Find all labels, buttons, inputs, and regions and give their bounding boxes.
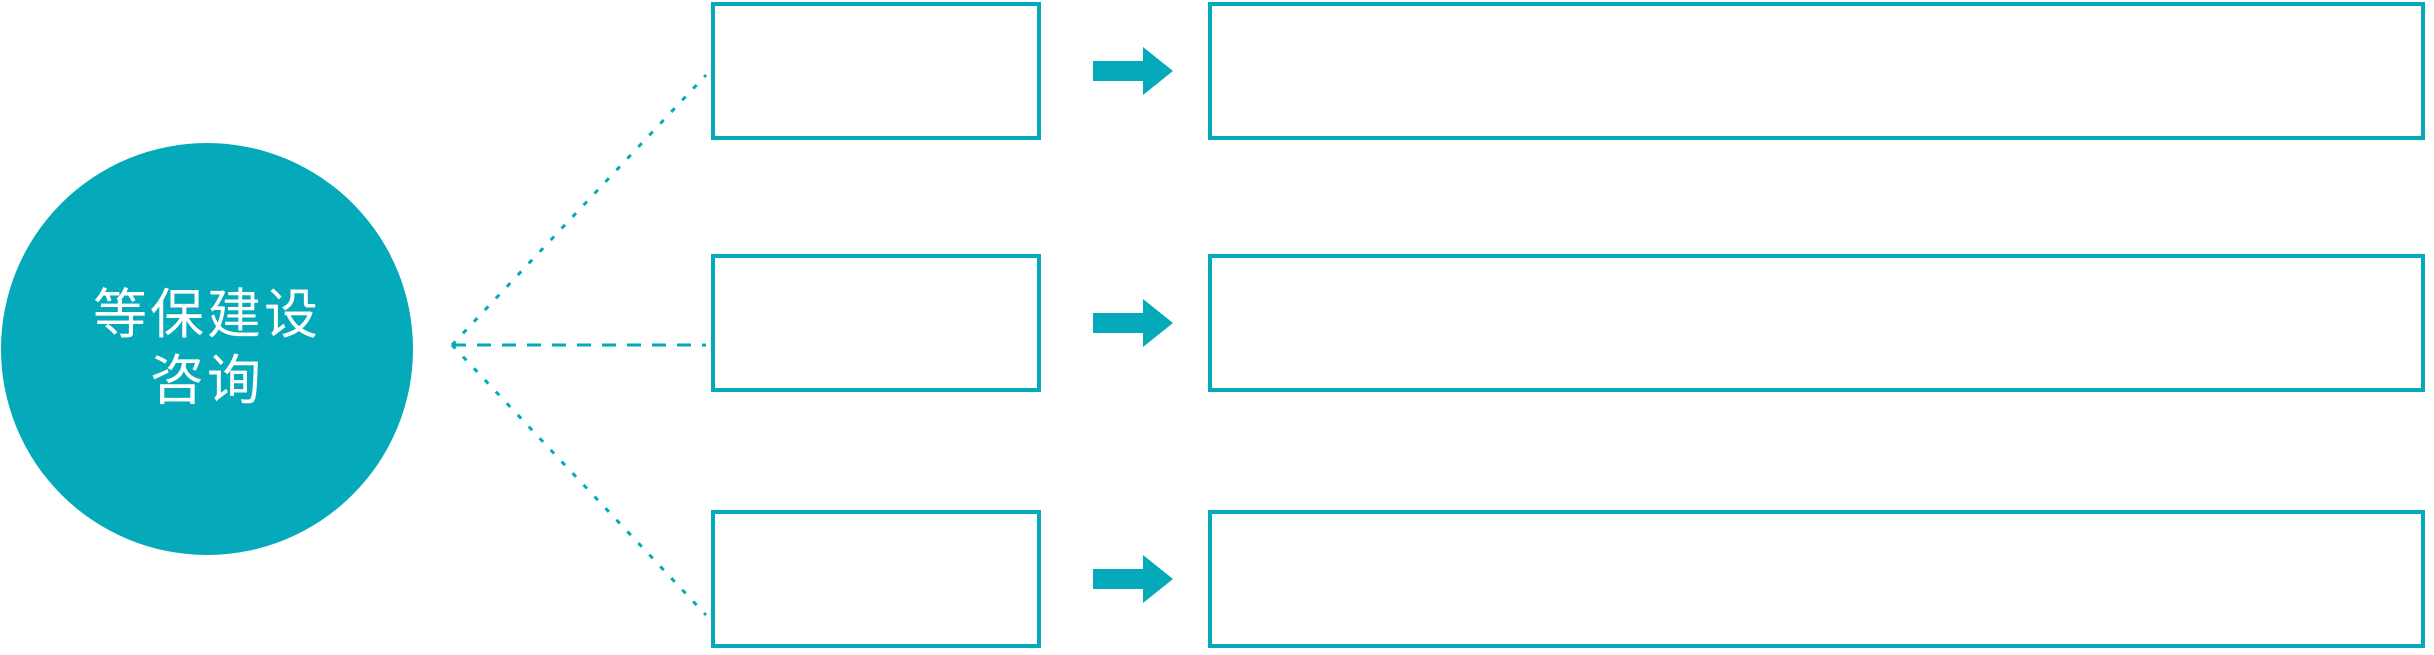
arrow-right-icon (1093, 299, 1173, 347)
stage-box[interactable] (711, 254, 1041, 392)
hub-circle[interactable]: 等保建设 咨询 (1, 143, 413, 555)
detail-box[interactable] (1208, 2, 2425, 140)
diagram-row (0, 508, 2434, 655)
stage-box[interactable] (711, 510, 1041, 648)
stage-box[interactable] (711, 2, 1041, 140)
detail-box[interactable] (1208, 254, 2425, 392)
arrow-right-icon (1093, 47, 1173, 95)
arrow-right-icon (1093, 555, 1173, 603)
diagram-row (0, 0, 2434, 145)
hub-title-line-2: 咨询 (150, 351, 264, 411)
diagram-row (0, 252, 2434, 398)
hub-title-line-1: 等保建设 (93, 285, 321, 346)
detail-box[interactable] (1208, 510, 2425, 648)
